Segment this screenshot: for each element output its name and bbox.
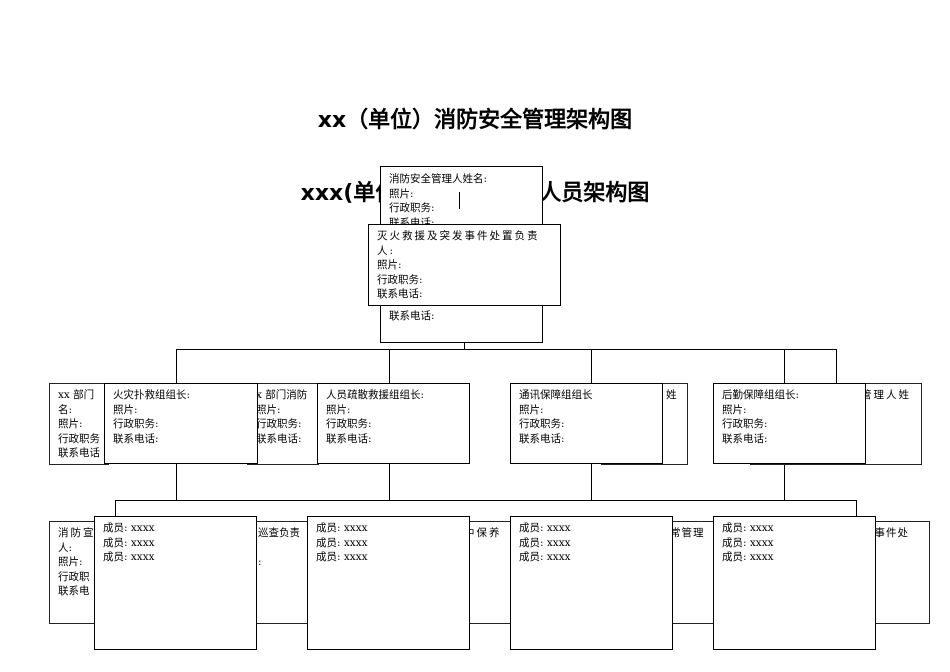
members-box: 成员: xxxx 成员: xxxx 成员: xxxx — [713, 516, 876, 650]
manager-photo-label: 照片: — [389, 187, 414, 200]
box-text: xx 部门 — [58, 389, 95, 401]
box-text: 行政职务 — [58, 432, 100, 445]
group-phone-label: 联系电话: — [519, 432, 565, 445]
logistics-group-box: 后勤保障组组长: 照片: 行政职务: 联系电话: — [713, 383, 866, 464]
manager-phone-label-repeat: 联系电话: — [389, 310, 435, 322]
box-text: 联系电话: — [256, 432, 302, 445]
department-manager-box: xx 部门 名: 照片: 行政职务 联系电话 — [49, 383, 109, 465]
member-entry: 成员: xxxx — [519, 522, 571, 534]
box-text: 联系电话 — [58, 447, 100, 459]
group-photo-label: 照片: — [722, 403, 747, 416]
box-text: 姓 — [666, 389, 677, 401]
emergency-position-label: 行政职务: — [377, 273, 423, 286]
box-text: 管理人姓 — [861, 389, 911, 401]
box-text: 行政职 — [58, 570, 90, 583]
group-phone-label: 联系电话: — [113, 432, 159, 445]
group-photo-label: 照片: — [113, 403, 138, 416]
group-position-label: 行政职务: — [326, 418, 372, 430]
box-text: : — [258, 555, 262, 568]
member-entry: 成员: xxxx — [316, 522, 368, 534]
connector-line — [591, 349, 592, 383]
connector-line — [784, 349, 785, 383]
member-entry: 成员: xxxx — [519, 551, 571, 563]
member-entry: 成员: xxxx — [316, 551, 368, 563]
box-text: 行政职务: — [256, 418, 302, 430]
connector-line — [176, 349, 837, 350]
members-box: 成员: xxxx 成员: xxxx 成员: xxxx — [307, 516, 470, 650]
connector-line — [836, 349, 837, 383]
emergency-photo-label: 照片: — [377, 259, 402, 271]
manager-name-label: 消防安全管理人姓名: — [389, 173, 488, 185]
box-text: 照片: — [58, 418, 83, 430]
connector-line — [856, 500, 857, 517]
box-text: x 部门消防 — [256, 389, 308, 401]
evacuation-rescue-group-box: 人员疏散救援组组长: 照片: 行政职务: 联系电话: — [317, 383, 470, 464]
box-text: 常管理 — [670, 527, 705, 539]
group-position-label: 行政职务: — [519, 418, 565, 430]
connector-line — [115, 500, 116, 517]
emergency-phone-label: 联系电话: — [377, 288, 423, 300]
emergency-title: 灭火救援及突发事件处置负责人: — [377, 230, 540, 257]
connector-line — [176, 463, 177, 501]
member-entry: 成员: xxxx — [103, 522, 155, 534]
page-title: xx（单位）消防安全管理架构图 — [317, 108, 633, 133]
box-text: 名: — [58, 403, 73, 416]
member-entry: 成员: xxxx — [316, 536, 368, 549]
member-entry: 成员: xxxx — [722, 522, 774, 534]
members-box: 成员: xxxx 成员: xxxx 成员: xxxx — [510, 516, 673, 650]
manager-position-label: 行政职务: — [389, 202, 435, 214]
connector-line — [464, 342, 465, 350]
communication-group-box: 通讯保障组组长 照片: 行政职务: 联系电话: — [510, 383, 663, 464]
box-text: 巡查负责 — [258, 527, 300, 539]
group-photo-label: 照片: — [326, 403, 351, 416]
group-phone-label: 联系电话: — [326, 432, 372, 445]
connector-line — [389, 463, 390, 501]
text-cursor — [459, 192, 460, 209]
fire-fighting-group-box: 火灾扑救组组长: 照片: 行政职务: 联系电话: — [104, 383, 258, 464]
box-text: 照片: — [256, 403, 281, 416]
members-box: 成员: xxxx 成员: xxxx 成员: xxxx — [94, 516, 257, 650]
member-entry: 成员: xxxx — [519, 536, 571, 549]
member-entry: 成员: xxxx — [722, 551, 774, 563]
group-leader-label: 后勤保障组组长: — [722, 389, 800, 401]
connector-line — [591, 463, 592, 501]
box-text: 中保养 — [464, 527, 502, 539]
member-entry: 成员: xxxx — [722, 536, 774, 549]
group-leader-label: 人员疏散救援组组长: — [326, 389, 425, 401]
group-phone-label: 联系电话: — [722, 432, 768, 445]
department-fire-manager-box: x 部门消防 照片: 行政职务: 联系电话: — [247, 383, 319, 465]
box-text: 人: — [58, 541, 73, 554]
group-photo-label: 照片: — [519, 403, 544, 416]
connector-line — [176, 349, 177, 383]
emergency-response-head-box: 灭火救援及突发事件处置负责人: 照片: 行政职务: 联系电话: — [368, 224, 561, 306]
group-position-label: 行政职务: — [722, 418, 768, 430]
group-position-label: 行政职务: — [113, 418, 159, 430]
member-entry: 成员: xxxx — [103, 551, 155, 563]
connector-line — [389, 349, 390, 383]
connector-line — [784, 463, 785, 501]
group-leader-label: 火灾扑救组组长: — [113, 389, 191, 401]
group-leader-label: 通讯保障组组长 — [519, 389, 593, 401]
box-text: 照片: — [58, 556, 83, 568]
member-entry: 成员: xxxx — [103, 536, 155, 549]
connector-line — [115, 500, 856, 501]
box-text: 消防宣 — [58, 527, 96, 539]
box-text: 联系电 — [58, 585, 90, 597]
